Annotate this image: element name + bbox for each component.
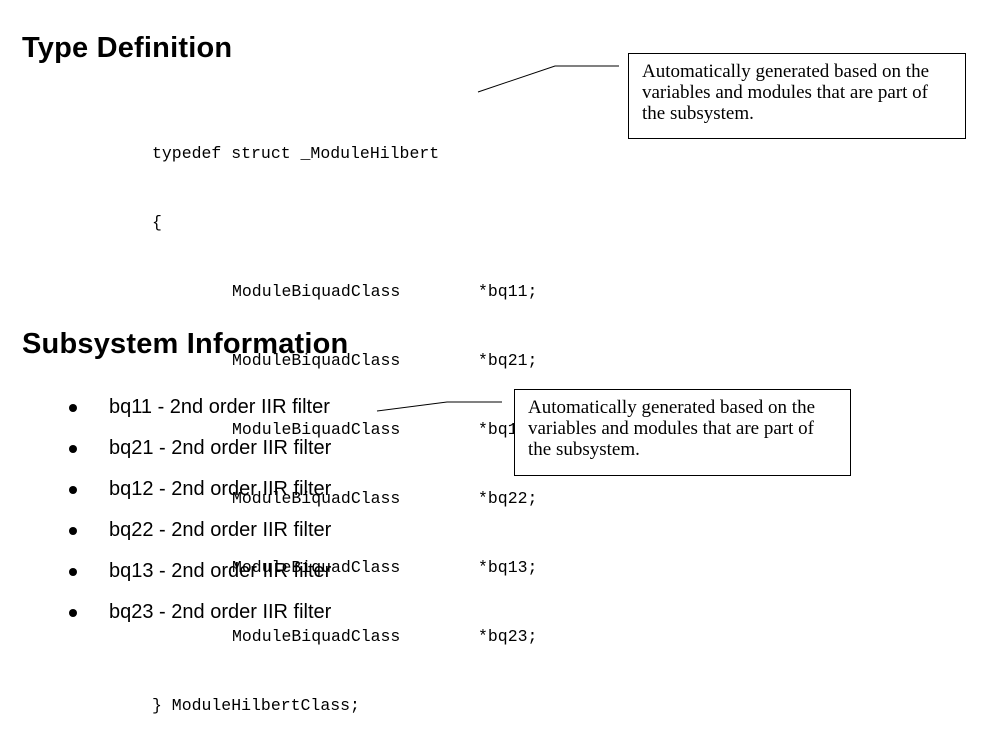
type-definition-callout: Automatically generated based on the var… (628, 53, 966, 139)
list-item-text: bq13 - 2nd order IIR filter (109, 560, 332, 582)
list-item: bq22 - 2nd order IIR filter (64, 518, 331, 559)
member-type: ModuleBiquadClass (232, 420, 401, 439)
member-type: ModuleBiquadClass (232, 627, 401, 646)
bullet-icon (69, 527, 77, 535)
list-item-text: bq22 - 2nd order IIR filter (109, 519, 332, 541)
code-open-brace: { (152, 213, 162, 232)
subsystem-callout: Automatically generated based on the var… (514, 389, 851, 476)
bullet-icon (69, 486, 77, 494)
member-name: *bq23; (478, 627, 538, 646)
code-close-line: } ModuleHilbertClass; (152, 696, 360, 715)
member-type: ModuleBiquadClass (232, 351, 401, 370)
code-open-line: typedef struct _ModuleHilbert (152, 144, 440, 163)
list-item-text: bq11 - 2nd order IIR filter (109, 396, 330, 418)
list-item: bq12 - 2nd order IIR filter (64, 477, 331, 518)
code-member-line: ModuleBiquadClass *bq23; (152, 625, 537, 648)
list-item: bq21 - 2nd order IIR filter (64, 436, 331, 477)
bullet-icon (69, 445, 77, 453)
member-type: ModuleBiquadClass (232, 282, 401, 301)
list-item-text: bq23 - 2nd order IIR filter (109, 601, 332, 623)
code-member-line: ModuleBiquadClass *bq11; (152, 280, 537, 303)
type-definition-heading: Type Definition (22, 32, 233, 64)
list-item: bq13 - 2nd order IIR filter (64, 559, 331, 600)
member-type: ModuleBiquadClass (232, 558, 401, 577)
list-item-text: bq12 - 2nd order IIR filter (109, 478, 332, 500)
member-name: *bq22; (478, 489, 538, 508)
list-item-text: bq21 - 2nd order IIR filter (109, 437, 332, 459)
code-member-line: ModuleBiquadClass *bq13; (152, 556, 537, 579)
subsystem-list: bq11 - 2nd order IIR filter bq21 - 2nd o… (64, 395, 331, 641)
bullet-icon (69, 609, 77, 617)
list-item: bq23 - 2nd order IIR filter (64, 600, 331, 641)
code-member-line: ModuleBiquadClass *bq21; (152, 349, 537, 372)
bullet-icon (69, 404, 77, 412)
member-type: ModuleBiquadClass (232, 489, 401, 508)
member-name: *bq13; (478, 558, 538, 577)
list-item: bq11 - 2nd order IIR filter (64, 395, 331, 436)
member-name: *bq21; (478, 351, 538, 370)
subsystem-information-heading: Subsystem Information (22, 328, 349, 360)
member-name: *bq11; (478, 282, 538, 301)
code-member-line: ModuleBiquadClass *bq22; (152, 487, 537, 510)
type-definition-leader-line (477, 65, 619, 93)
bullet-icon (69, 568, 77, 576)
